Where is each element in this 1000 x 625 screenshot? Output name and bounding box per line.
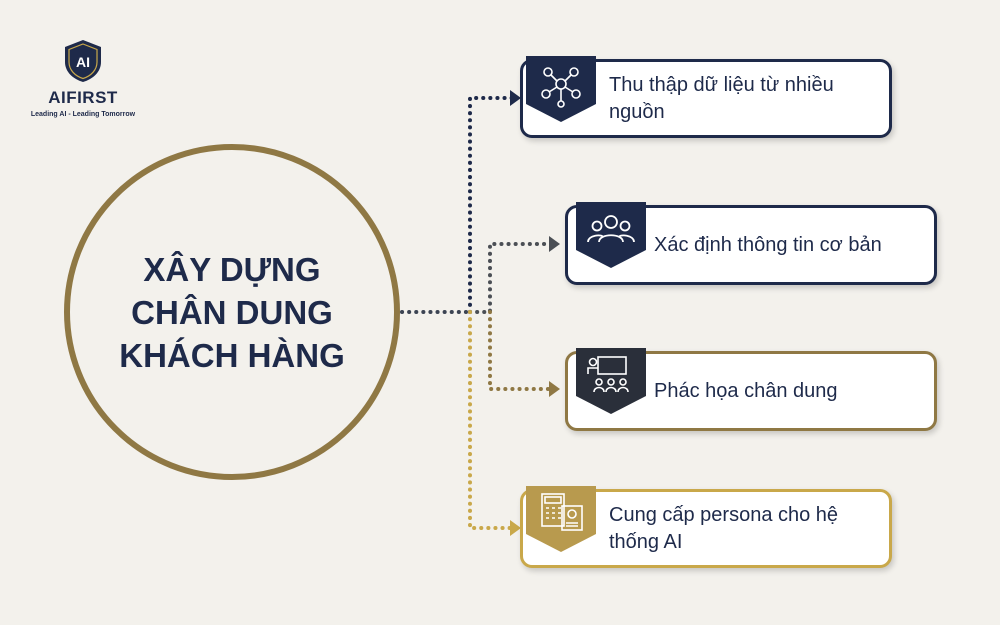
step-card-basic-info: Xác định thông tin cơ bản	[565, 202, 937, 285]
calculator-document-icon	[526, 486, 596, 552]
center-title-line-3: KHÁCH HÀNG	[119, 336, 345, 374]
arrow-step-3	[549, 381, 560, 397]
logo-mark: AI	[76, 54, 90, 70]
step-2-label: Xác định thông tin cơ bản	[654, 234, 882, 256]
step-4-label-line-1: Cung cấp persona cho hệ	[609, 504, 839, 526]
connector-step-1	[468, 96, 514, 314]
step-4-label-line-2: thống AI	[609, 531, 683, 553]
arrow-step-4	[510, 520, 521, 536]
step-4-badge	[526, 486, 596, 556]
step-3-label: Phác họa chân dung	[654, 380, 838, 402]
presentation-icon	[576, 348, 646, 414]
connector-step-4	[468, 310, 514, 530]
step-2-badge	[576, 202, 646, 272]
step-card-collect-data: Thu thập dữ liệu từ nhiều nguồn	[520, 56, 892, 138]
brand-logo: AI AIFIRST Leading AI - Leading Tomorrow	[28, 38, 138, 118]
step-1-label: Thu thập dữ liệu từ nhiều nguồn	[609, 72, 834, 126]
step-card-sketch-portrait: Phác họa chân dung	[565, 348, 937, 431]
brand-name: AIFIRST	[48, 88, 118, 107]
step-1-badge	[526, 56, 596, 126]
step-4-label: Cung cấp persona cho hệ thống AI	[609, 502, 838, 556]
brand-tagline: Leading AI - Leading Tomorrow	[30, 111, 136, 118]
people-group-icon	[576, 202, 646, 268]
network-people-icon	[526, 56, 596, 122]
center-title-line-1: XÂY DỰNG	[143, 250, 321, 288]
center-circle: XÂY DỰNG CHÂN DUNG KHÁCH HÀNG	[64, 144, 400, 480]
arrow-step-2	[549, 236, 560, 252]
step-card-provide-persona: Cung cấp persona cho hệ thống AI	[520, 486, 892, 568]
step-1-label-line-2: nguồn	[609, 101, 665, 123]
shield-logo-icon: AI	[65, 40, 101, 82]
center-title-line-2: CHÂN DUNG	[131, 293, 333, 331]
connector-step-2	[468, 242, 552, 314]
step-3-badge	[576, 348, 646, 418]
center-title: XÂY DỰNG CHÂN DUNG KHÁCH HÀNG	[92, 248, 372, 377]
arrow-step-1	[510, 90, 521, 106]
step-1-label-line-1: Thu thập dữ liệu từ nhiều	[609, 74, 834, 96]
connector-step-3	[488, 310, 552, 391]
